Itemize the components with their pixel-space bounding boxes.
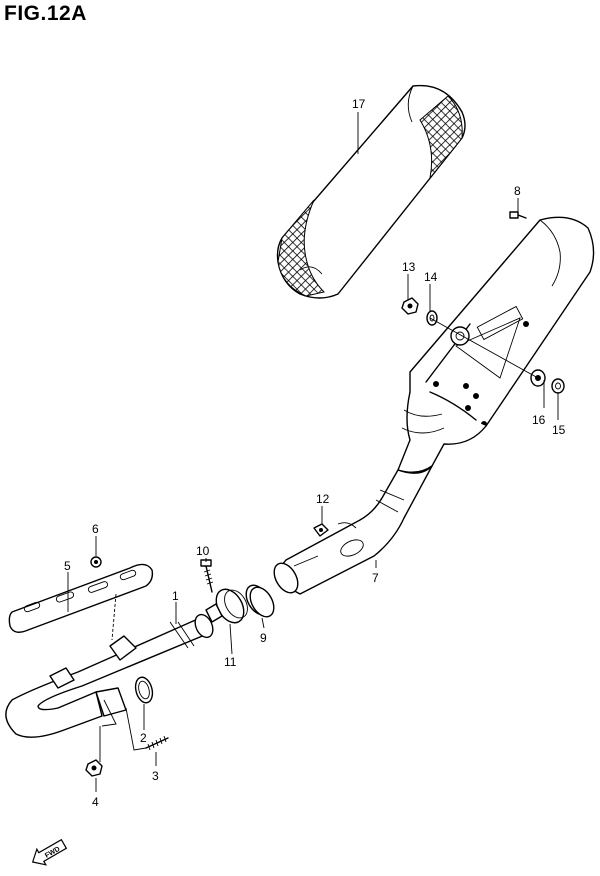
- callout-7: 7: [372, 571, 379, 585]
- callout-9: 9: [260, 631, 267, 645]
- figure-title: FIG.12A: [4, 2, 87, 25]
- callout-6: 6: [92, 522, 99, 536]
- leader-lines: [67, 112, 559, 792]
- clamp-11-part[interactable]: [205, 584, 252, 627]
- callout-11: 11: [224, 655, 237, 669]
- bolt-6-part[interactable]: [90, 556, 102, 568]
- callout-2: 2: [140, 731, 147, 745]
- bolt-12-part[interactable]: [313, 523, 329, 537]
- callout-8: 8: [514, 184, 521, 198]
- callout-17: 17: [352, 97, 366, 111]
- bolt-10-part[interactable]: [200, 559, 214, 593]
- callout-15: 15: [552, 423, 566, 437]
- washer-15-part[interactable]: [551, 378, 565, 394]
- gasket-2-part[interactable]: [133, 675, 155, 704]
- muffler-body[interactable]: [397, 216, 595, 473]
- nut-4-part[interactable]: [85, 759, 103, 777]
- heat-shield-part[interactable]: [8, 563, 154, 633]
- bush-16-part[interactable]: [530, 369, 546, 387]
- callout-4: 4: [92, 795, 99, 809]
- callout-13: 13: [402, 260, 416, 274]
- callout-3: 3: [152, 769, 159, 783]
- callout-5: 5: [64, 559, 71, 573]
- connecting-pipe-part[interactable]: [269, 465, 433, 597]
- callout-1: 1: [172, 589, 179, 603]
- silencer-cover-part[interactable]: [276, 84, 466, 299]
- gasket-9-part[interactable]: [241, 581, 278, 621]
- callout-10: 10: [196, 544, 210, 558]
- callout-labels: 17 8 13 14 16 15 12 7 10 9 11 1 6 5 2 3 …: [64, 97, 566, 809]
- forward-arrow-icon: FWD: [31, 838, 68, 866]
- callout-12: 12: [316, 492, 330, 506]
- exhaust-pipe-part[interactable]: [5, 612, 216, 738]
- callout-14: 14: [424, 270, 438, 284]
- bolt-13-part[interactable]: [401, 297, 419, 315]
- bolt-8-part[interactable]: [509, 211, 527, 219]
- stud-bolt-3-part[interactable]: [145, 735, 169, 751]
- callout-16: 16: [532, 413, 546, 427]
- washer-14-part[interactable]: [426, 310, 438, 326]
